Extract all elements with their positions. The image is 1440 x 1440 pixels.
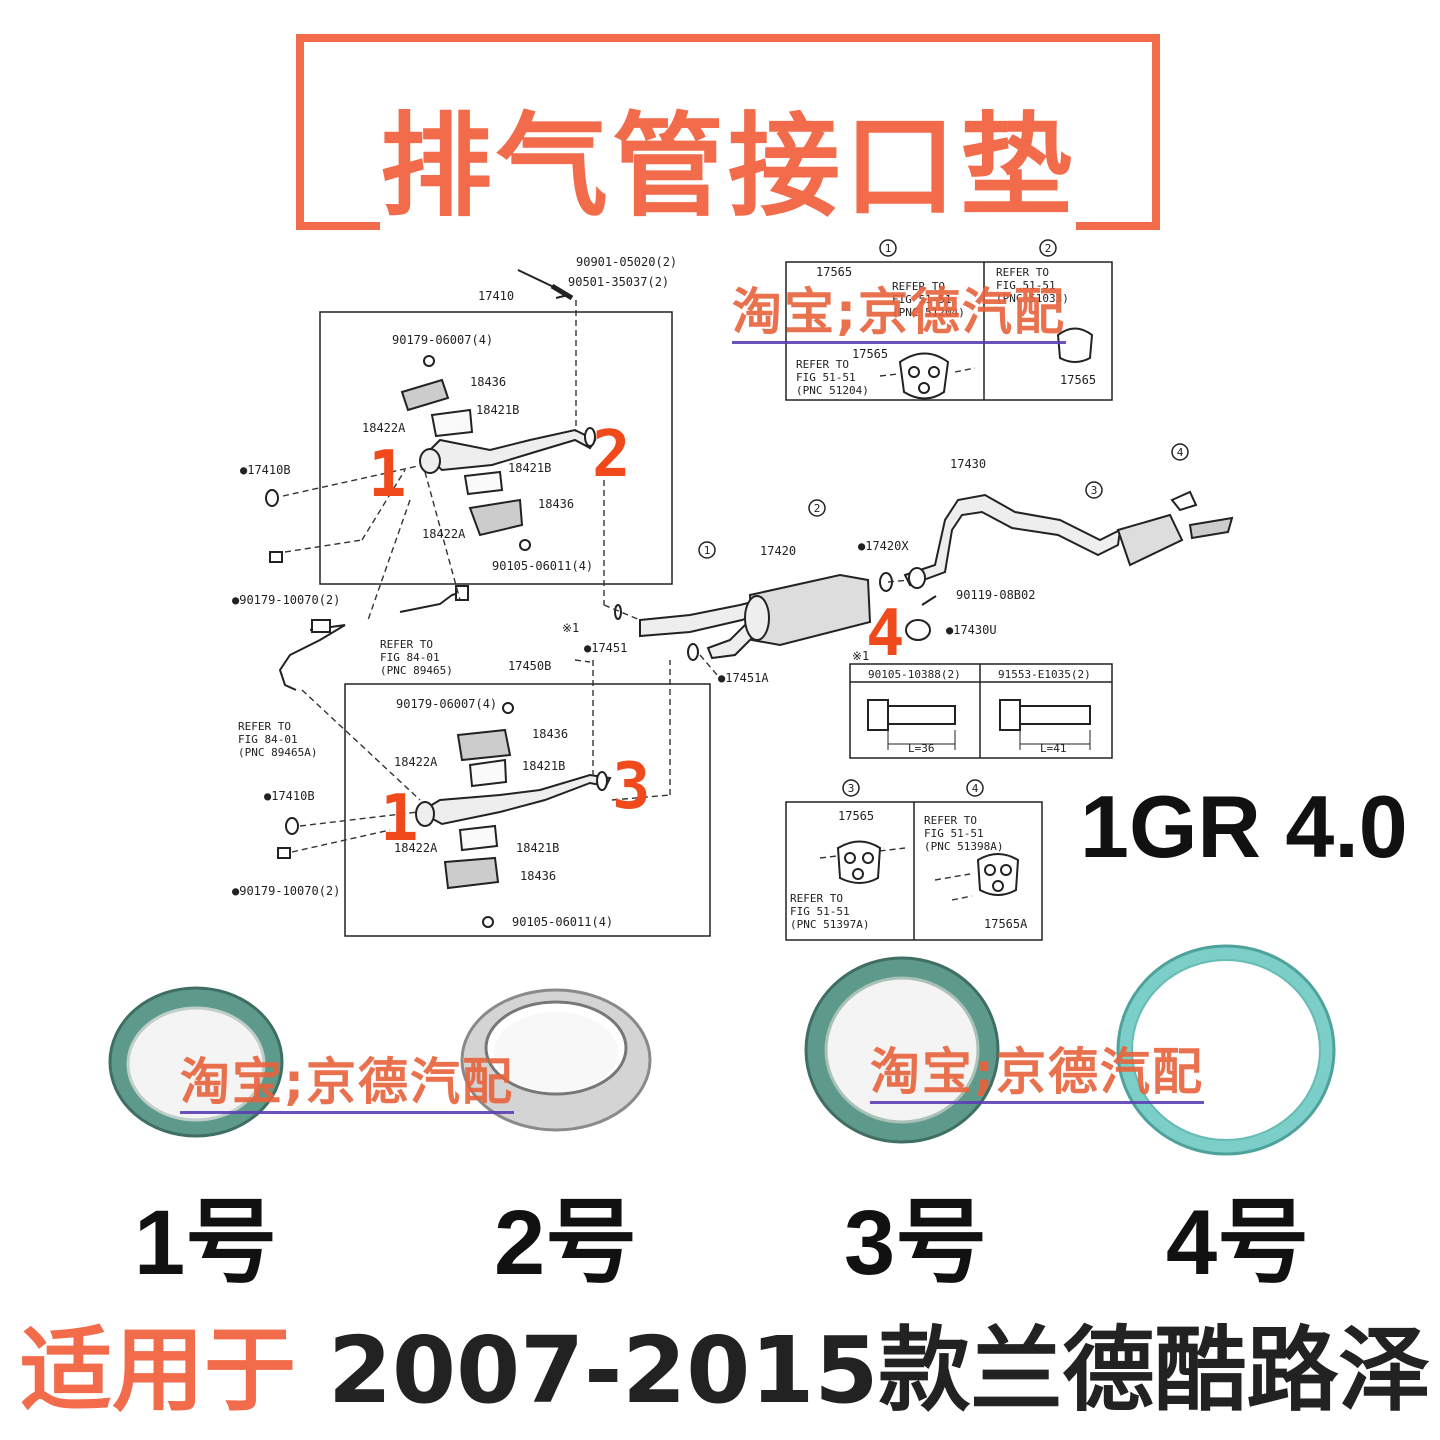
lower-cat-box — [344, 683, 711, 937]
gasket-2-photo — [460, 988, 652, 1132]
part-label: 17565 — [852, 347, 888, 361]
ref-note: (PNC 51204) — [892, 306, 965, 319]
part-label: ●17410B — [240, 463, 291, 477]
page-title: 排气管接口垫 — [380, 102, 1076, 232]
circled-num: 3 — [1091, 484, 1098, 497]
ref-note: REFER TO — [790, 892, 843, 905]
part-label: L=36 — [908, 742, 935, 755]
part-label: 18422A — [394, 755, 438, 769]
circled-num: 2 — [1045, 242, 1052, 255]
part-label: ●90179-10070(2) — [232, 884, 340, 898]
gasket-3-photo — [804, 956, 1000, 1144]
ref-note: FIG 51-51 — [892, 293, 952, 306]
gasket-label-3: 3号 — [844, 1192, 988, 1294]
circled-num: 1 — [885, 242, 892, 255]
ref-note: (PNC 89465A) — [238, 746, 317, 759]
callout-4: 4 — [866, 597, 905, 671]
ref-note: FIG 84-01 — [380, 651, 440, 664]
circled-num: 3 — [848, 782, 855, 795]
watermark-gasket-left: 淘宝;京德汽配 — [180, 1042, 514, 1114]
ref-note: (PNC 51204) — [796, 384, 869, 397]
part-label: 18421B — [516, 841, 559, 855]
part-label: ※1 — [562, 621, 579, 635]
gasket-label-1: 1号 — [134, 1192, 278, 1294]
upper-cat-box — [319, 311, 673, 585]
part-label: 17450B — [508, 659, 551, 673]
part-label: 18436 — [538, 497, 574, 511]
ref-note: REFER TO — [892, 280, 945, 293]
part-label: 17565 — [816, 265, 852, 279]
part-label: 18422A — [394, 841, 438, 855]
part-label: 18436 — [532, 727, 568, 741]
watermark-gasket-right: 淘宝;京德汽配 — [870, 1032, 1204, 1104]
circled-num: 4 — [1177, 446, 1184, 459]
circled-num: 4 — [972, 782, 979, 795]
part-label: 18421B — [522, 759, 565, 773]
part-label: 17410 — [478, 289, 514, 303]
part-label: ●17420X — [858, 539, 909, 553]
engine-label: 1GR 4.0 — [1080, 777, 1408, 876]
ref-note: REFER TO — [996, 266, 1049, 279]
part-label: 17565 — [1060, 373, 1096, 387]
part-label: 90179-06007(4) — [396, 697, 497, 711]
part-label: 18422A — [422, 527, 466, 541]
ref-note: FIG 51-51 — [996, 279, 1056, 292]
part-label: 90901-05020(2) — [576, 255, 677, 269]
ref-note: (PNC 51033) — [996, 292, 1069, 305]
circled-num: 1 — [704, 544, 711, 557]
gasket-label-2: 2号 — [494, 1192, 638, 1294]
mount-box-top — [785, 261, 1113, 401]
ref-note: FIG 51-51 — [796, 371, 856, 384]
bolt-table — [849, 663, 1113, 759]
part-label: 17565 — [838, 809, 874, 823]
part-label: 90105-06011(4) — [512, 915, 613, 929]
ref-note: REFER TO — [924, 814, 977, 827]
part-label: 18421B — [476, 403, 519, 417]
part-label: ●17451 — [584, 641, 627, 655]
gasket-label-4: 4号 — [1166, 1192, 1310, 1294]
watermark-diagram: 淘宝;京德汽配 — [732, 272, 1066, 344]
callout-1-lower: 1 — [380, 782, 419, 856]
part-label: 17565A — [984, 917, 1028, 931]
fitment-models: 2007-2015款兰德酷路泽 — [328, 1317, 1431, 1424]
ref-note: FIG 51-51 — [790, 905, 850, 918]
gasket-1-photo — [108, 986, 284, 1138]
part-label: 90119-08B02 — [956, 588, 1035, 602]
circled-num: 2 — [814, 502, 821, 515]
part-label: 90105-10388(2) — [868, 668, 961, 681]
part-label: 90105-06011(4) — [492, 559, 593, 573]
part-label: ●17410B — [264, 789, 315, 803]
callout-1-upper: 1 — [368, 438, 407, 512]
part-label: 17430 — [950, 457, 986, 471]
ref-note: (PNC 89465) — [380, 664, 453, 677]
ref-note: REFER TO — [796, 358, 849, 371]
part-label: ●90179-10070(2) — [232, 593, 340, 607]
part-label: ※1 — [852, 649, 869, 663]
ref-note: REFER TO — [238, 720, 291, 733]
callout-3: 3 — [612, 750, 651, 824]
gasket-4-photo — [1116, 944, 1336, 1156]
part-label: 18421B — [508, 461, 551, 475]
part-label: 18436 — [520, 869, 556, 883]
part-label: 17420 — [760, 544, 796, 558]
ref-note: FIG 84-01 — [238, 733, 298, 746]
part-label: ●17451A — [718, 671, 769, 685]
ref-note: (PNC 51397A) — [790, 918, 869, 931]
callout-2: 2 — [592, 418, 631, 492]
part-label: 18422A — [362, 421, 406, 435]
ref-note: (PNC 51398A) — [924, 840, 1003, 853]
part-label: 18436 — [470, 375, 506, 389]
part-label: 91553-E1035(2) — [998, 668, 1091, 681]
part-label: 90501-35037(2) — [568, 275, 669, 289]
fitment-line: 适用于 2007-2015款兰德酷路泽 — [20, 1296, 1430, 1429]
ref-note: REFER TO — [380, 638, 433, 651]
ref-note: FIG 51-51 — [924, 827, 984, 840]
title-frame: 排气管接口垫 — [296, 34, 1160, 232]
part-label: L=41 — [1040, 742, 1067, 755]
part-label: 90179-06007(4) — [392, 333, 493, 347]
fitment-lead: 适用于 — [20, 1317, 297, 1424]
part-label: ●17430U — [946, 623, 997, 637]
